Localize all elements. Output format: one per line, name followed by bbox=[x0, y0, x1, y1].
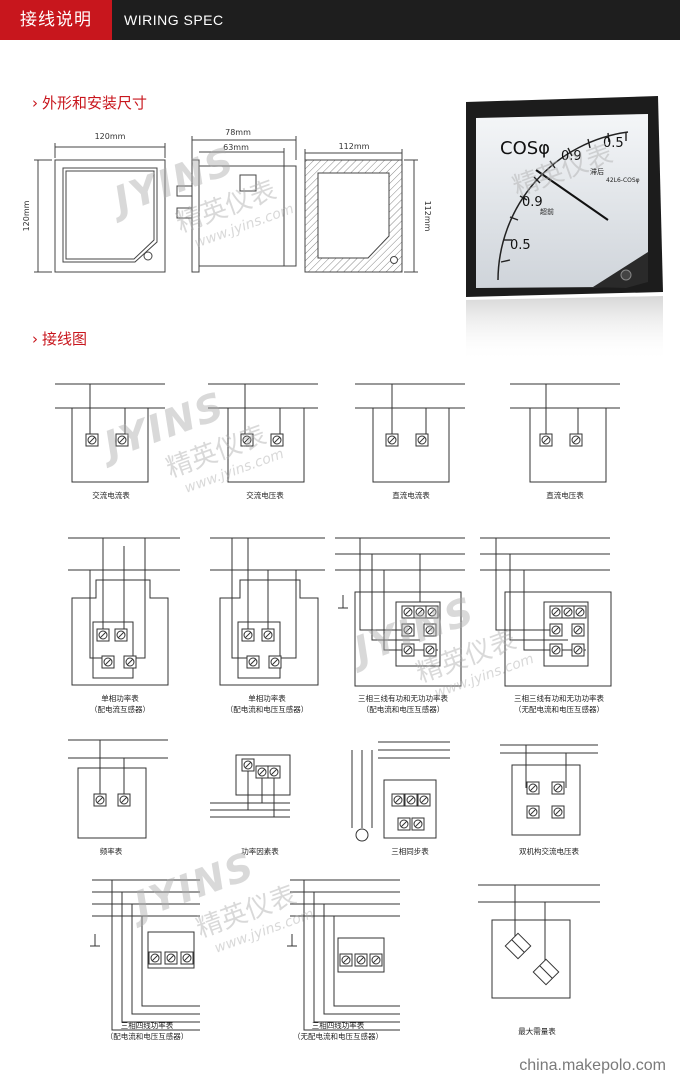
section-wiring-label: 接线图 bbox=[42, 330, 88, 348]
single-phase-power-ct-pt-diagram bbox=[210, 537, 325, 686]
caption-line: （无配电流和电压互感器） bbox=[293, 1032, 383, 1041]
meter-lag-label: 滞后 bbox=[590, 167, 604, 176]
caption-line: （无配电流和电压互感器） bbox=[514, 705, 604, 714]
section-dimensions-label: 外形和安装尺寸 bbox=[42, 94, 148, 112]
footer-site: china.makepolo.com bbox=[519, 1057, 666, 1074]
caption-line: 三相三线有功和无功功率表 bbox=[358, 694, 448, 703]
chevron-right-icon: › bbox=[32, 94, 38, 112]
caption-dual-ac-voltmeter: 双机构交流电压表 bbox=[519, 847, 579, 856]
header-en-title: WIRING SPEC bbox=[124, 12, 224, 28]
meter-scale-top-right: 0.5 bbox=[603, 136, 624, 151]
caption-power-factor-meter: 功率因素表 bbox=[241, 847, 279, 856]
meter-photo: COSφ 0.9 0.5 0.9 0.5 滞后 超前 42L6-COSφ bbox=[466, 96, 663, 362]
meter-scale-bottom: 0.5 bbox=[510, 238, 531, 253]
caption-line: （配电流和电压互感器） bbox=[361, 705, 445, 714]
power-factor-meter-diagram bbox=[210, 754, 291, 818]
chevron-right-icon: › bbox=[32, 330, 38, 348]
cutout-view bbox=[304, 149, 418, 273]
three-phase-four-wire-ct-pt-diagram bbox=[90, 879, 200, 1031]
wiring-diagrams bbox=[55, 383, 620, 1031]
caption-line: 三相四线功率表 bbox=[311, 1021, 365, 1030]
caption-three-phase-three-wire-direct: 三相三线有功和无功功率表 （无配电流和电压互感器） bbox=[484, 693, 634, 715]
ac-ammeter-diagram bbox=[55, 383, 165, 483]
caption-three-phase-four-wire-direct: 三相四线功率表 （无配电流和电压互感器） bbox=[263, 1020, 413, 1042]
caption-three-phase-synchroscope: 三相同步表 bbox=[391, 847, 429, 856]
header-bar: 接线说明 WIRING SPEC bbox=[0, 0, 680, 40]
caption-line: 最大需量表 bbox=[518, 1027, 556, 1036]
caption-line: 三相三线有功和无功功率表 bbox=[514, 694, 604, 703]
three-phase-four-wire-direct-diagram bbox=[287, 879, 400, 1031]
caption-max-demand-meter: 最大需量表 bbox=[462, 1026, 612, 1037]
caption-three-phase-four-wire-ct-pt: 三相四线功率表 （配电流和电压互感器） bbox=[72, 1020, 222, 1042]
caption-dc-voltmeter: 直流电压表 bbox=[546, 491, 584, 500]
front-view bbox=[34, 143, 166, 273]
frequency-meter-diagram bbox=[68, 739, 168, 839]
meter-scale-mid: 0.9 bbox=[522, 195, 543, 210]
cutout-height-label: 112mm bbox=[423, 201, 432, 232]
caption-dc-ammeter: 直流电流表 bbox=[392, 491, 430, 500]
dual-ac-voltmeter-diagram bbox=[500, 744, 598, 836]
caption-single-phase-power-ct-pt: 单相功率表 （配电流和电压互感器） bbox=[192, 693, 342, 715]
caption-single-phase-power-ct: 单相功率表 （配电流互感器） bbox=[45, 693, 195, 715]
caption-frequency-meter: 频率表 bbox=[99, 847, 123, 856]
dc-voltmeter-diagram bbox=[510, 383, 620, 483]
three-phase-three-wire-direct-diagram bbox=[480, 537, 612, 687]
caption-line: 单相功率表 bbox=[101, 694, 139, 703]
caption-line: 三相四线功率表 bbox=[120, 1021, 174, 1030]
meter-label: COSφ bbox=[500, 138, 550, 159]
side-body-label: 63mm bbox=[223, 143, 249, 152]
meter-lead-label: 超前 bbox=[540, 207, 554, 216]
ac-voltmeter-diagram bbox=[208, 383, 318, 483]
section-dimensions-title: ›外形和安装尺寸 bbox=[32, 92, 147, 113]
meter-scale-top-left: 0.9 bbox=[561, 149, 582, 164]
caption-line: （配电流互感器） bbox=[90, 705, 150, 714]
three-phase-synchroscope-diagram bbox=[351, 741, 450, 842]
caption-three-phase-three-wire-ct-pt: 三相三线有功和无功功率表 （配电流和电压互感器） bbox=[328, 693, 478, 715]
caption-ac-voltmeter: 交流电压表 bbox=[246, 491, 284, 500]
section-wiring-title: ›接线图 bbox=[32, 328, 87, 349]
cutout-width-label: 112mm bbox=[339, 142, 370, 151]
header-cn-title: 接线说明 bbox=[0, 0, 112, 40]
front-width-label: 120mm bbox=[95, 132, 126, 141]
dimension-drawings: 120mm 120mm 78mm 63mm 112mm 112mm bbox=[22, 128, 432, 273]
side-total-label: 78mm bbox=[225, 128, 251, 137]
caption-line: （配电流和电压互感器） bbox=[105, 1032, 189, 1041]
caption-line: 单相功率表 bbox=[248, 694, 286, 703]
front-height-label: 120mm bbox=[22, 200, 31, 231]
side-view bbox=[176, 136, 297, 273]
single-phase-power-ct-diagram bbox=[68, 537, 180, 686]
three-phase-three-wire-ct-pt-diagram bbox=[335, 537, 465, 687]
meter-model: 42L6-COSφ bbox=[606, 177, 640, 184]
caption-ac-ammeter: 交流电流表 bbox=[92, 491, 130, 500]
dc-ammeter-diagram bbox=[355, 383, 465, 483]
max-demand-meter-diagram bbox=[478, 884, 600, 999]
caption-line: （配电流和电压互感器） bbox=[225, 705, 309, 714]
